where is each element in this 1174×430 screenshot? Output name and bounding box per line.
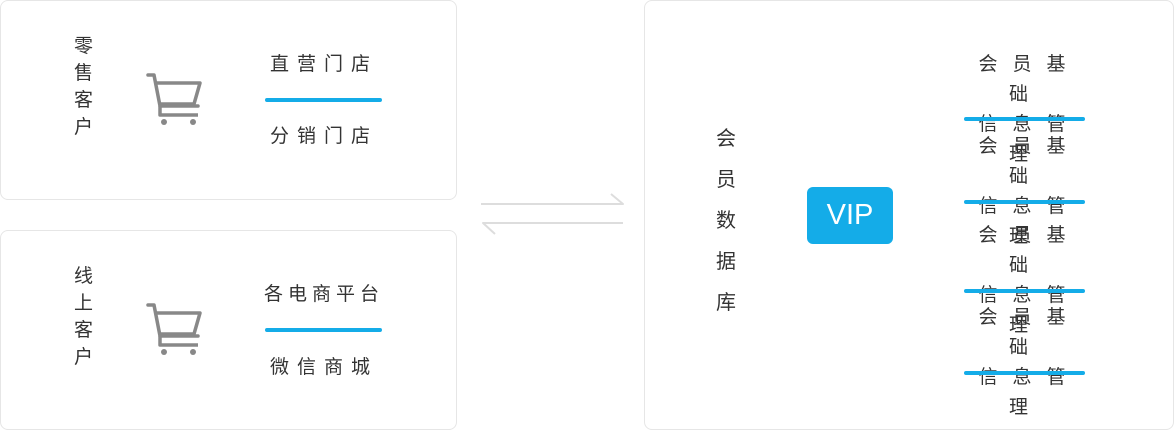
member-info-divider bbox=[964, 117, 1085, 121]
retail-customer-title: 零 售 客 户 bbox=[74, 37, 93, 137]
direct-store-label: 直营门店 bbox=[269, 53, 378, 75]
db-title-char: 数 bbox=[716, 208, 736, 232]
retail-divider bbox=[265, 98, 382, 102]
online-title-char: 线 bbox=[74, 265, 94, 287]
online-divider bbox=[265, 328, 382, 332]
db-title-char: 据 bbox=[716, 249, 736, 273]
online-title-char: 户 bbox=[74, 346, 94, 368]
member-info-line: 会员基础 bbox=[978, 224, 1081, 276]
member-info-item: 会员基础 信息管理 bbox=[956, 302, 1096, 422]
member-info-divider bbox=[964, 371, 1085, 375]
member-info-divider bbox=[964, 289, 1085, 293]
member-database-title: 会 员 数 据 库 bbox=[716, 128, 736, 312]
member-info-line: 会员基础 bbox=[978, 53, 1081, 105]
db-title-char: 员 bbox=[716, 167, 736, 191]
retail-title-char: 售 bbox=[74, 62, 94, 84]
online-title-char: 客 bbox=[74, 319, 94, 341]
online-customer-title: 线 上 客 户 bbox=[74, 267, 93, 367]
db-title-char: 会 bbox=[716, 126, 736, 150]
retail-title-char: 零 bbox=[74, 35, 94, 57]
vip-badge: VIP bbox=[807, 187, 893, 244]
member-database-card bbox=[644, 0, 1174, 430]
member-info-line: 会员基础 bbox=[978, 135, 1081, 187]
ecommerce-platforms-label: 各电商平台 bbox=[263, 283, 384, 305]
bidirectional-arrows-icon bbox=[481, 193, 624, 235]
retail-customer-card bbox=[0, 0, 457, 200]
member-info-line: 会员基础 bbox=[978, 306, 1081, 358]
db-title-char: 库 bbox=[716, 290, 736, 314]
member-info-divider bbox=[964, 200, 1085, 204]
retail-title-char: 客 bbox=[74, 89, 94, 111]
shopping-cart-icon bbox=[146, 73, 202, 125]
retail-title-char: 户 bbox=[74, 116, 94, 138]
online-title-char: 上 bbox=[74, 292, 94, 314]
shopping-cart-icon bbox=[146, 303, 202, 355]
wechat-mall-label: 微信商城 bbox=[269, 356, 378, 378]
online-customer-card bbox=[0, 230, 457, 430]
distribution-store-label: 分销门店 bbox=[269, 125, 378, 147]
